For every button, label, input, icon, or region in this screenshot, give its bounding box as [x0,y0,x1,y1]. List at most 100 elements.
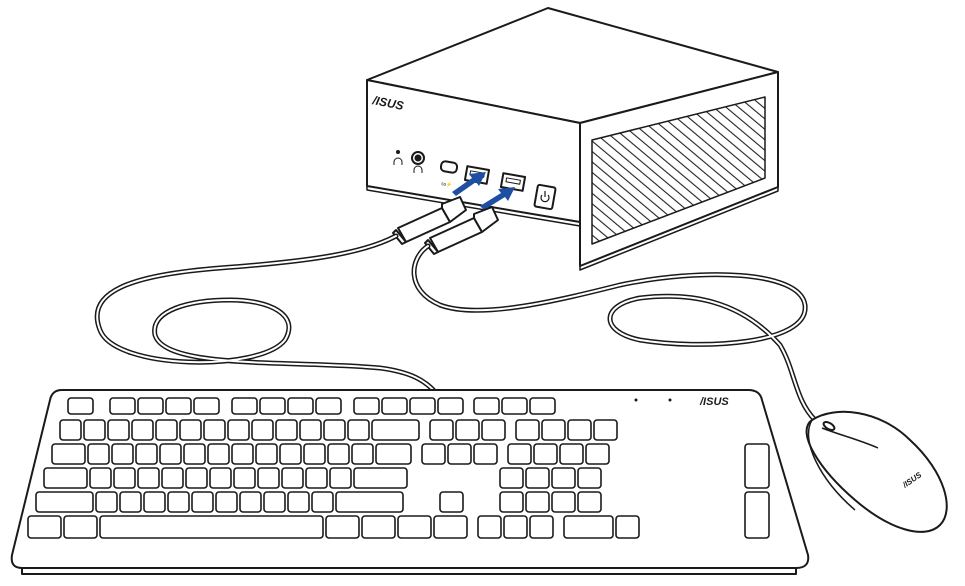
keyboard-key [287,491,310,513]
keyboard-key [113,467,136,489]
keyboard-key [183,443,206,465]
keyboard-key [567,419,592,441]
keyboard-key [439,491,464,513]
keyboard-key [231,443,254,465]
insert-arrow-1 [452,172,486,196]
keyboard-key [159,443,182,465]
keyboard-key [507,443,532,465]
keyboard-key [209,467,232,489]
keyboard-key [251,419,274,441]
keyboard-key [299,419,322,441]
keyboard-key [135,443,158,465]
power-icon [540,191,550,203]
mouse-icon: /ISUS [805,410,948,533]
keyboard-key [353,467,408,489]
keyboard-key [179,419,202,441]
keyboard-key [227,419,250,441]
keyboard-key [515,419,540,441]
keyboard-key [191,491,214,513]
keyboard-key [99,515,324,539]
keyboard-key [429,419,454,441]
keyboard-key [89,467,112,489]
mouse-body [805,410,948,533]
keyboard-key [327,443,350,465]
keyboard-key [165,397,192,415]
keyboard-key [375,443,412,465]
keyboard-key [351,443,374,465]
keyboard-key [371,419,420,441]
keyboard-key [335,491,404,513]
keyboard-key [325,515,360,539]
vent-grille [591,96,766,245]
insert-arrow-2 [480,187,515,210]
keyboard-key [207,443,230,465]
keyboard-logo: /ISUS [699,396,729,408]
keyboard-key [329,467,352,489]
keyboard-key [281,467,304,489]
keyboard-key [143,491,166,513]
keyboard-key [577,491,602,513]
keyboard-key [275,419,298,441]
keyboard-key [193,397,220,415]
keyboard-key [473,443,498,465]
keyboard-key [477,515,502,539]
keyboard-key [63,515,98,539]
keyboard-key [499,467,524,489]
keyboard-key [107,419,130,441]
keyboard-key [43,467,88,489]
keyboard-key [353,397,380,415]
keyboard-key [35,491,94,513]
usb-plug-keyboard [392,196,467,245]
keyboard-key [215,491,238,513]
keyboard-key [287,397,314,415]
keyboard-key [155,419,178,441]
keyboard-key [409,397,436,415]
keyboard-key [551,491,576,513]
keyboard-key [593,419,618,441]
usb-c-port [439,160,459,174]
keyboard-key [323,419,346,441]
keyboard-key [541,419,566,441]
keyboard-key [381,397,408,415]
keyboard-key [744,491,770,539]
keyboard-key [525,491,550,513]
keyboard-key [347,419,370,441]
audio-jack [411,151,425,165]
keyboard-key [615,515,640,539]
scroll-wheel [822,421,836,431]
keyboard-key [161,467,184,489]
keyboard-key [255,443,278,465]
svg-text:ss⚡: ss⚡ [441,180,453,189]
keyboard-key [95,491,118,513]
keyboard-key [585,443,610,465]
keyboard-key [563,515,614,539]
keyboard-key [501,397,528,415]
mini-pc-logo: /ISUS [370,93,404,113]
keyboard-key [473,397,500,415]
keyboard-key [437,397,464,415]
arrow-icon [452,172,515,210]
keyboard-key [203,419,226,441]
keyboard-key [257,467,280,489]
keyboard-key [529,397,556,415]
keyboard-key [744,443,770,489]
keyboard-key [131,419,154,441]
keyboard-key [87,443,110,465]
status-led [396,150,400,154]
keyboard-icon: /ISUS [10,389,810,575]
keyboard-key [315,397,342,415]
keyboard-key [111,443,134,465]
keyboard-key [137,397,164,415]
keyboard-key [109,397,136,415]
keyboard-key [279,443,302,465]
keyboard-key [185,467,208,489]
keyboard-key [67,397,94,415]
keyboard-key [551,467,576,489]
keyboard-keys [27,397,770,539]
keyboard-key [259,397,286,415]
mini-pc: /ISUS ss⚡ [366,7,779,271]
keyboard-key [59,419,82,441]
keyboard-key [433,515,468,539]
keyboard-key [305,467,328,489]
